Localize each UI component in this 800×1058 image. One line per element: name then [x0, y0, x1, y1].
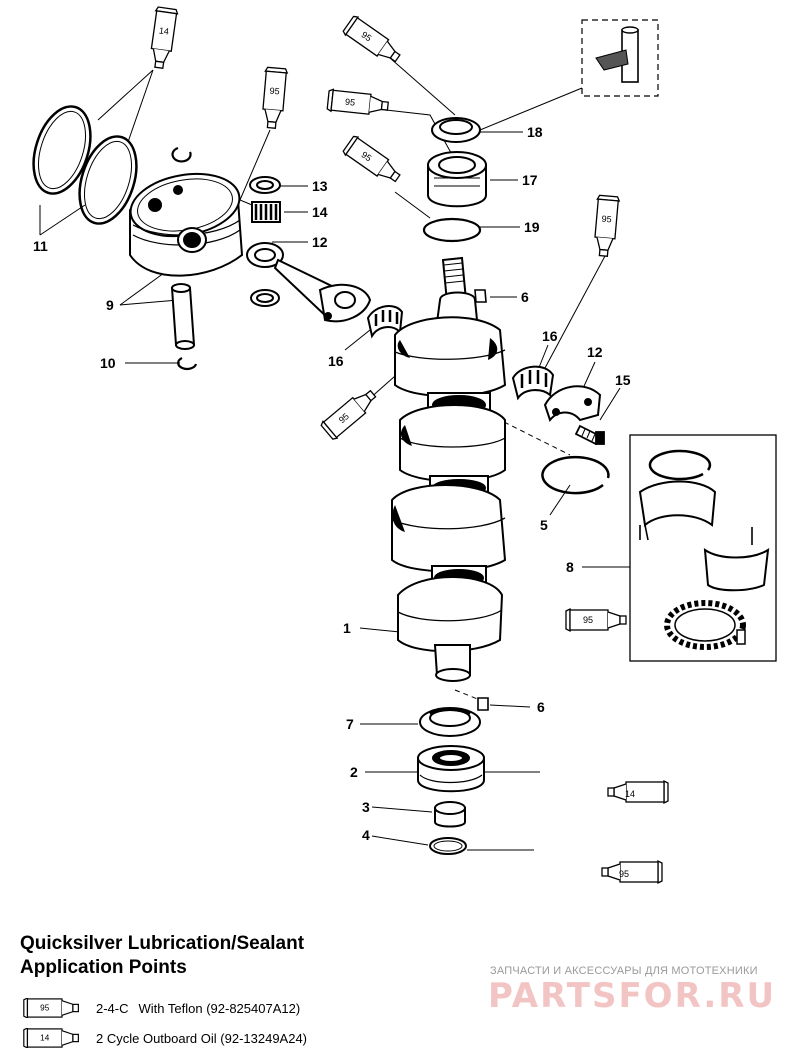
- callout-11: 11: [33, 238, 48, 254]
- crankshaft: [391, 256, 507, 682]
- callout-1: 1: [343, 620, 351, 636]
- tube-label: 14: [625, 789, 635, 799]
- callout-6-bottom: 6: [537, 699, 545, 715]
- lube-tube-icon: 95: [23, 998, 79, 1018]
- lube-tube-95-box: 95: [565, 608, 627, 632]
- callout-15: 15: [615, 372, 631, 388]
- callout-13: 13: [312, 178, 328, 194]
- callout-4: 4: [362, 827, 370, 843]
- rod-bolt-15: [574, 424, 605, 446]
- needle-bearing-17: [427, 151, 487, 208]
- callout-7: 7: [346, 716, 354, 732]
- detail-inset: [581, 19, 659, 97]
- callout-6-top: 6: [521, 289, 529, 305]
- o-ring-19: [422, 217, 482, 243]
- callout-5: 5: [540, 517, 548, 533]
- sleeve-3: [434, 801, 466, 828]
- small-end-bearing: [249, 176, 281, 307]
- tube-label: 95: [345, 97, 356, 108]
- watermark-logo: PARTSFOR.RU: [488, 976, 777, 1016]
- piston-rings: [32, 105, 138, 225]
- tube-label: 95: [359, 149, 373, 163]
- seal-18: [431, 117, 481, 143]
- piston: [129, 172, 244, 277]
- legend-code: 14: [40, 1034, 50, 1043]
- callout-2: 2: [350, 764, 358, 780]
- lube-tube-icon: 14: [23, 1028, 79, 1048]
- callout-12-left: 12: [312, 234, 328, 250]
- tube-label: 95: [359, 29, 373, 43]
- watermark-tagline: ЗАПЧАСТИ И АКСЕССУАРЫ ДЛЯ МОТОТЕХНИКИ: [490, 965, 758, 977]
- callout-16-right: 16: [542, 328, 558, 344]
- legend-item-14: 14 2 Cycle Outboard Oil (92-13249A24): [20, 1027, 307, 1049]
- legend-code: 95: [40, 1004, 50, 1013]
- tube-label: 95: [619, 869, 629, 879]
- legend-item-95: 95 2-4-C With Teflon (92-825407A12): [20, 997, 300, 1019]
- lube-tube-95-17: 95: [341, 134, 405, 188]
- connecting-rod: [246, 242, 372, 323]
- callout-16-left: 16: [328, 353, 344, 369]
- legend-name: 2-4-C: [96, 1000, 129, 1016]
- callout-12-right: 12: [587, 344, 603, 360]
- bearing-kit-box: [629, 434, 777, 662]
- lube-tube-95-bottom: 95: [601, 860, 663, 884]
- lube-tube-95-right: 95: [591, 194, 621, 258]
- legend-title: Quicksilver Lubrication/Sealant Applicat…: [20, 932, 304, 980]
- o-ring-4: [429, 837, 467, 855]
- callout-9: 9: [106, 297, 114, 313]
- lube-tube-95-crank: 95: [319, 384, 381, 442]
- woodruff-keys: [474, 289, 489, 711]
- callout-14: 14: [312, 204, 328, 220]
- rod-cap: [543, 385, 602, 423]
- tube-label: 95: [337, 411, 351, 425]
- tube-label: 95: [269, 86, 280, 97]
- legend-title-line1: Quicksilver Lubrication/Sealant: [20, 933, 305, 954]
- callout-18: 18: [527, 124, 543, 140]
- callout-3: 3: [362, 799, 370, 815]
- lube-tube-14-top: 14: [147, 6, 179, 70]
- lube-tube-14-bottom: 14: [607, 780, 669, 804]
- seal-7: [419, 707, 481, 737]
- dashed-guides: [454, 409, 571, 701]
- ball-bearing-2: [417, 745, 485, 793]
- lube-tube-95-mid: 95: [326, 88, 390, 118]
- legend-desc: With Teflon (92-825407A12): [138, 1000, 301, 1016]
- retaining-ring-5: [541, 455, 610, 495]
- callout-17: 17: [522, 172, 538, 188]
- piston-pin: [170, 283, 196, 350]
- lube-tube-95-top: 95: [341, 14, 405, 68]
- legend-desc: 2 Cycle Outboard Oil (92-13249A24): [96, 1030, 308, 1046]
- callout-numbers: 1 2 3 4 5 6 6 7 8 9 10 11 12 12 13 14 15…: [33, 124, 631, 843]
- callout-10: 10: [100, 355, 116, 371]
- callout-19: 19: [524, 219, 540, 235]
- callout-8: 8: [566, 559, 574, 575]
- rod-bearing-cage-right: [511, 365, 555, 401]
- tube-label: 95: [583, 615, 593, 625]
- legend-title-line2: Application Points: [20, 957, 187, 978]
- tube-label: 95: [601, 214, 612, 225]
- pin-retainer-clips: [171, 146, 198, 371]
- tube-label: 14: [158, 25, 169, 36]
- lube-tube-95-rod: 95: [259, 66, 289, 130]
